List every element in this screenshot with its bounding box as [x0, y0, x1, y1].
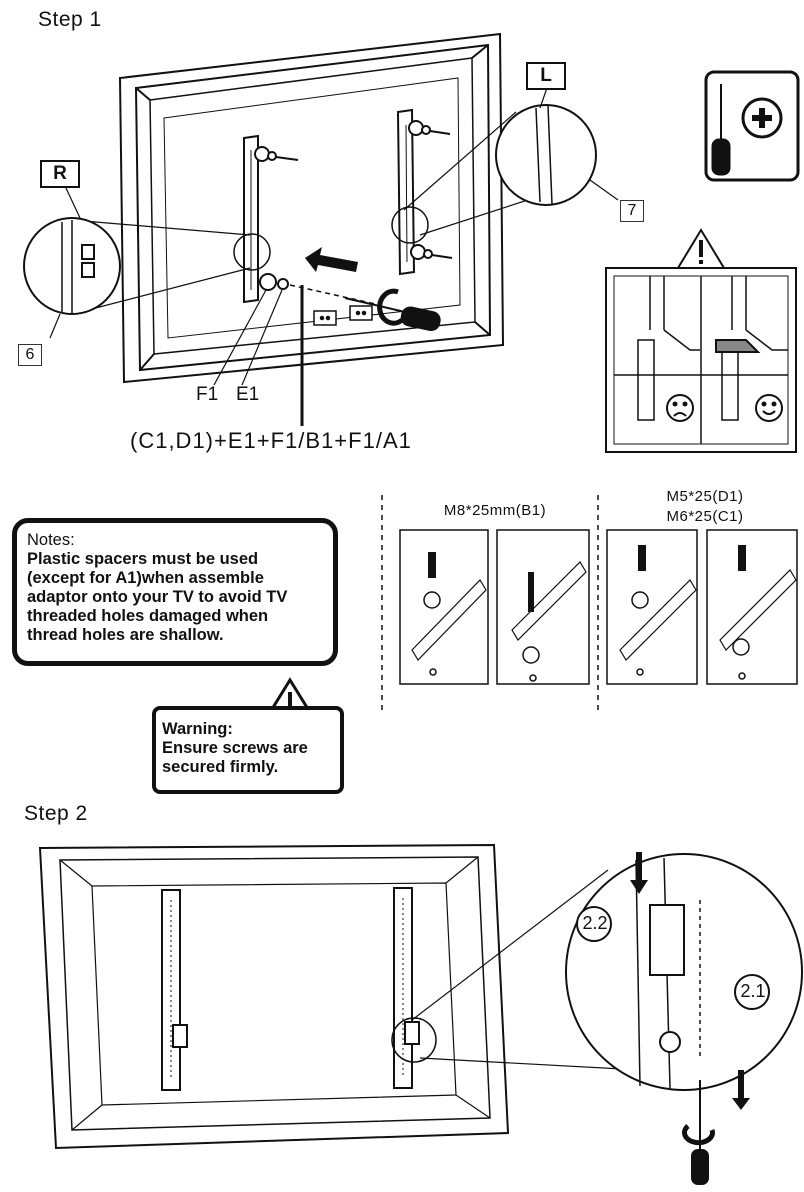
callout-2-1: 2.1: [740, 981, 766, 1001]
notes-box: Notes: Plastic spacers must be used (exc…: [12, 518, 338, 666]
bracket-left-side: [396, 108, 453, 276]
happy-face-icon: [755, 394, 783, 422]
notes-line: (except for A1)when assemble: [27, 569, 264, 587]
notes-line: adaptor onto your TV to avoid TV: [27, 588, 288, 606]
warning-box: Warning: Ensure screws are secured firml…: [152, 706, 344, 794]
notes-line: Plastic spacers must be used: [27, 550, 259, 568]
screw-spec-panels: [381, 495, 798, 715]
tv-ports: [313, 305, 373, 326]
right-side-label: R: [40, 160, 80, 188]
assembly-formula: (C1,D1)+E1+F1/B1+F1/A1: [130, 428, 412, 453]
rotate-arrow-icon: [377, 288, 404, 326]
bracket-step2-left: [161, 889, 188, 1091]
screw-spec-d1: M5*25(D1): [666, 488, 744, 505]
sad-face-icon: [666, 394, 694, 422]
caution-panel: [605, 267, 797, 453]
notes-heading: Notes:: [27, 531, 75, 549]
warning-heading: Warning:: [162, 720, 233, 738]
screwdriver-icon: [344, 297, 441, 332]
step1-title: Step 1: [38, 8, 102, 31]
insert-arrow-icon: [305, 247, 358, 272]
tv-panel-step1: [118, 32, 505, 384]
bracket-right-side: [243, 134, 299, 304]
warning-line: secured firmly.: [162, 758, 279, 776]
bracket-step2-right: [393, 887, 420, 1089]
screw-spec-b1: M8*25mm(B1): [443, 502, 547, 519]
step2-title: Step 2: [24, 802, 88, 825]
part-f1: F1: [196, 384, 219, 405]
callout-6: 6: [18, 344, 42, 366]
tv-panel-step2: [38, 843, 510, 1150]
callout-7: 7: [620, 200, 644, 222]
screwdriver-step2-icon: [682, 1080, 715, 1185]
callout-2-2: 2.2: [582, 913, 608, 933]
zoom-circle-r: [23, 217, 271, 315]
zoom-circle-step2: [391, 853, 803, 1091]
part-e1: E1: [236, 384, 260, 405]
notes-line: threaded holes damaged when: [27, 607, 269, 625]
down-arrow-icon: [630, 852, 750, 1110]
phillips-screwdriver-icon: [704, 70, 800, 182]
screw-spec-c1: M6*25(C1): [666, 508, 744, 525]
caution-triangle-icon: [676, 228, 726, 269]
warning-line: Ensure screws are: [162, 739, 308, 757]
notes-line: thread holes are shallow.: [27, 626, 224, 644]
left-side-label: L: [526, 62, 566, 90]
zoom-circle-l: [391, 104, 597, 244]
